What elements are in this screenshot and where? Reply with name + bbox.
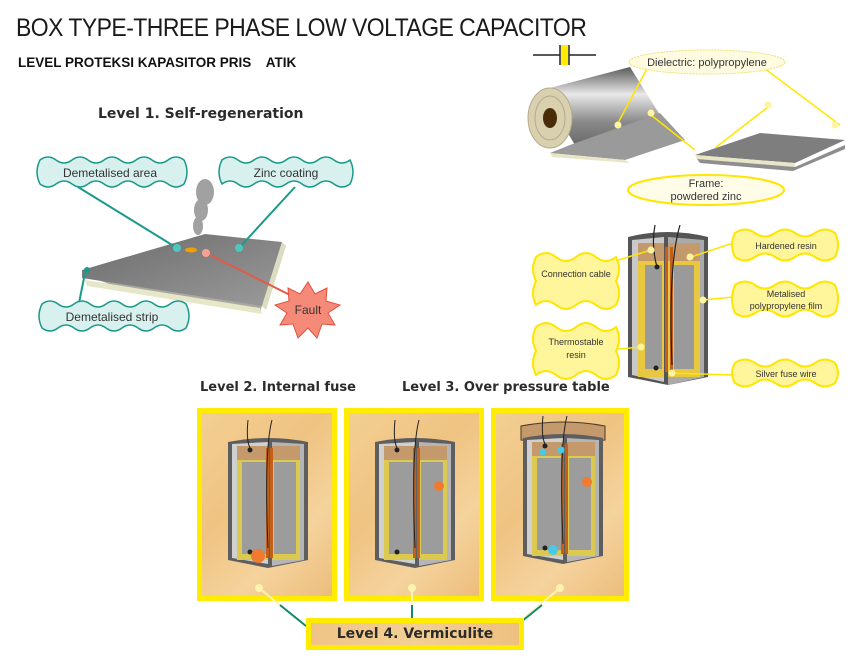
capacitor-cutaway-diagram: Connection cable Thermostable resin Hard… — [532, 225, 839, 388]
svg-text:Metalised: Metalised — [767, 289, 806, 299]
svg-text:polypropylene film: polypropylene film — [750, 301, 823, 311]
capacitor-cutaway-3 — [520, 415, 606, 564]
level1-title: Level 1. Self-regeneration — [98, 106, 304, 122]
page-title: BOX TYPE-THREE PHASE LOW VOLTAGE CAPACIT… — [16, 14, 587, 42]
callout-connection-cable: Connection cable — [532, 252, 620, 310]
capacitor-cutaway-1 — [228, 419, 308, 568]
level2-title: Level 2. Internal fuse — [200, 380, 356, 395]
callout-hardened-resin: Hardened resin — [731, 228, 839, 262]
svg-text:Zinc coating: Zinc coating — [254, 166, 319, 180]
level4-title: Level 4. Vermiculite — [336, 626, 494, 642]
svg-text:Demetalised strip: Demetalised strip — [66, 310, 159, 324]
film-sheet — [695, 133, 845, 163]
fault-spot-icon — [434, 481, 444, 491]
upper-sheet — [82, 234, 282, 306]
svg-text:Connection cable: Connection cable — [541, 269, 611, 279]
callout-zinc-coating: Zinc coating — [218, 156, 354, 188]
svg-text:Frame:: Frame: — [689, 178, 724, 190]
blown-fuse-icon — [251, 549, 265, 563]
callout-dielectric: Dielectric: polypropylene — [628, 49, 786, 75]
callout-frame: Frame: powdered zinc — [627, 174, 785, 206]
callout-demetalised-strip: Demetalised strip — [38, 300, 190, 332]
level3-title: Level 3. Over pressure table — [402, 380, 610, 395]
panels-overlay — [228, 415, 606, 629]
callout-silver-fuse-wire: Silver fuse wire — [731, 358, 839, 388]
svg-text:resin: resin — [566, 350, 586, 360]
callout-metalised-film: Metalised polypropylene film — [731, 280, 839, 318]
svg-text:Silver fuse wire: Silver fuse wire — [755, 369, 816, 379]
fault-spot-icon — [582, 477, 592, 487]
svg-text:Thermostable: Thermostable — [548, 337, 603, 347]
smoke-icon — [193, 179, 214, 235]
svg-text:powdered zinc: powdered zinc — [671, 191, 742, 203]
fault-spot — [185, 247, 197, 253]
film-roll-diagram: Dielectric: polypropylene Frame: powdere… — [527, 49, 845, 206]
level4-vermiculite-label: Level 4. Vermiculite — [306, 618, 524, 650]
svg-text:Fault: Fault — [295, 303, 322, 317]
svg-text:Hardened resin: Hardened resin — [755, 241, 817, 251]
capacitor-cutaway-2 — [375, 419, 455, 568]
capacitor-symbol-icon — [533, 45, 596, 65]
svg-text:Demetalised area: Demetalised area — [63, 166, 157, 180]
callout-thermostable-resin: Thermostable resin — [532, 322, 620, 380]
callout-demetalised-area: Demetalised area — [36, 156, 188, 188]
level1-diagram: Demetalised area Zinc coating Demetalise… — [36, 156, 354, 339]
cutaway-cylinder — [628, 225, 708, 385]
page-subtitle: LEVEL PROTEKSI KAPASITOR PRIS ATIK — [18, 55, 297, 70]
svg-text:Dielectric: polypropylene: Dielectric: polypropylene — [647, 57, 767, 69]
callout-fault: Fault — [273, 281, 342, 339]
